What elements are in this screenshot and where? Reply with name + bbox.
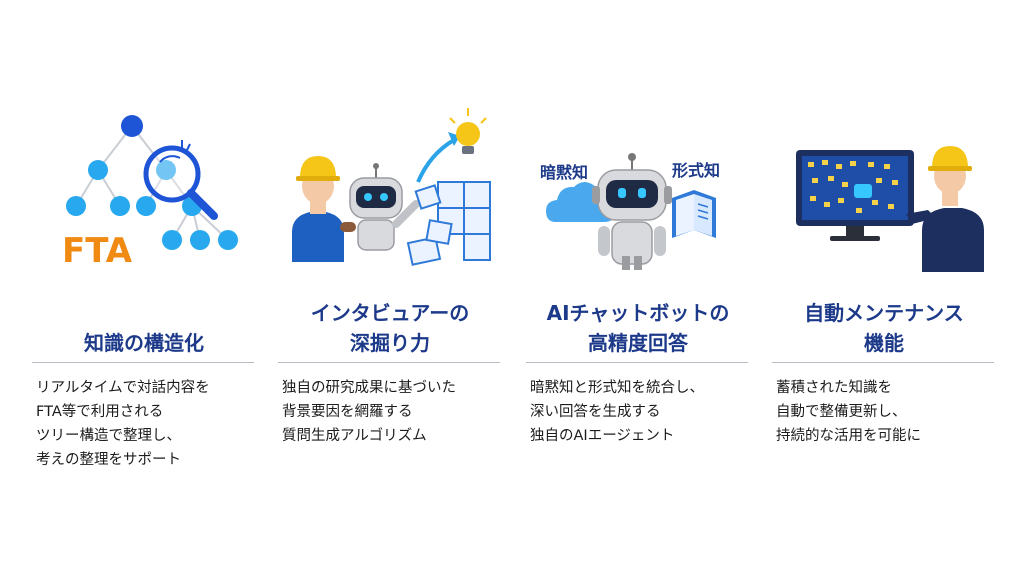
feature-description: 暗黙知と形式知を統合し、 深い回答を生成する 独自のAIエージェント (530, 380, 704, 444)
chatbot-robot-icon: 暗黙知 形式知 (526, 104, 750, 274)
explicit-knowledge-label: 形式知 (672, 161, 720, 180)
divider (772, 362, 994, 363)
feature-title: AIチャットボットの 高精度回答 (546, 301, 730, 355)
feature-card-structuring: FTA 知識の構造化 リアルタイムで対話内容を FTA等で利用される ツリー構造… (32, 0, 256, 576)
fta-label: FTA (62, 231, 133, 271)
feature-title: インタビュアーの 深掘り力 (310, 301, 470, 355)
divider (32, 362, 254, 363)
tacit-knowledge-label: 暗黙知 (540, 163, 588, 182)
feature-title: 自動メンテナンス 機能 (804, 301, 964, 355)
divider (278, 362, 500, 363)
feature-card-interviewer: インタビュアーの 深掘り力 独自の研究成果に基づいた 背景要因を網羅する 質問生… (278, 0, 502, 576)
worker-monitor-icon (772, 104, 996, 274)
worker-robot-puzzle-icon (278, 104, 502, 274)
feature-card-chatbot: 暗黙知 形式知 AIチャットボットの (526, 0, 750, 576)
feature-description: 蓄積された知識を 自動で整備更新し、 持続的な活用を可能に (776, 380, 921, 444)
feature-title: 知識の構造化 (84, 331, 204, 355)
feature-description: 独自の研究成果に基づいた 背景要因を網羅する 質問生成アルゴリズム (282, 380, 456, 444)
fta-tree-magnifier-icon: FTA (32, 104, 256, 274)
feature-description: リアルタイムで対話内容を FTA等で利用される ツリー構造で整理し、 考えの整理… (36, 380, 210, 468)
feature-card-maintenance: 自動メンテナンス 機能 蓄積された知識を 自動で整備更新し、 持続的な活用を可能… (772, 0, 996, 576)
divider (526, 362, 748, 363)
